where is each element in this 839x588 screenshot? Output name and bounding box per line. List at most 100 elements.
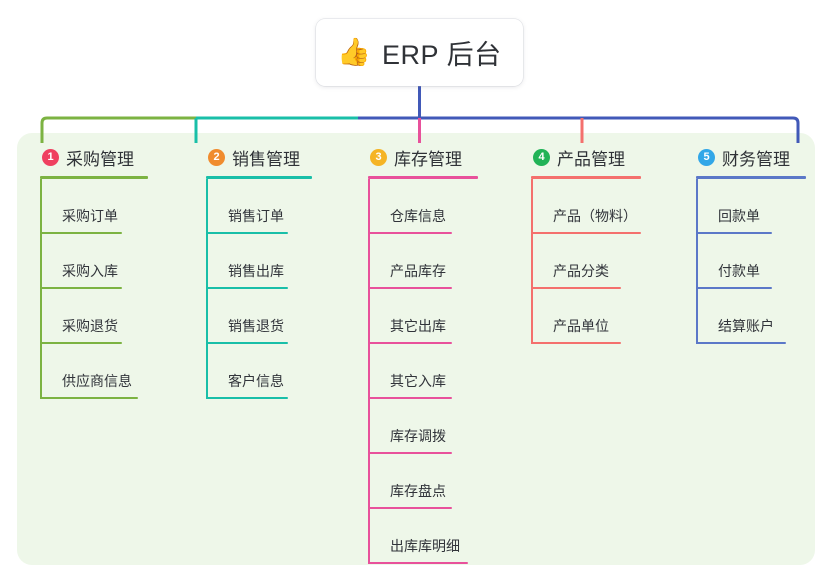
branch-column-1: 1 采购管理 采购订单 采购入库 采购退货 供应商信息 (40, 145, 148, 399)
branch-rule-4 (531, 176, 641, 179)
leaf-rule (368, 452, 452, 454)
leaf-item[interactable]: 出库库明细 (368, 509, 478, 564)
branch-items-5: 回款单 付款单 结算账户 (696, 179, 806, 344)
branch-header-3[interactable]: 3 库存管理 (368, 145, 478, 169)
leaf-item[interactable]: 采购退货 (40, 289, 148, 344)
leaf-item[interactable]: 其它出库 (368, 289, 478, 344)
leaf-item[interactable]: 结算账户 (696, 289, 806, 344)
branch-column-3: 3 库存管理 仓库信息 产品库存 其它出库 其它入库 库存调拨 (368, 145, 478, 564)
leaf-item[interactable]: 产品（物料） (531, 179, 641, 234)
leaf-rule (531, 287, 621, 289)
leaf-label: 库存盘点 (390, 483, 446, 499)
branch-column-2: 2 销售管理 销售订单 销售出库 销售退货 客户信息 (206, 145, 312, 399)
leaf-label: 仓库信息 (390, 208, 446, 224)
branch-title-2: 销售管理 (232, 149, 300, 169)
branch-header-5[interactable]: 5 财务管理 (696, 145, 806, 169)
leaf-label: 销售订单 (228, 208, 284, 224)
leaf-rule (696, 232, 772, 234)
branch-badge-3: 3 (370, 148, 387, 166)
leaf-label: 产品分类 (553, 263, 609, 279)
branch-header-2[interactable]: 2 销售管理 (206, 145, 312, 169)
leaf-rule (368, 287, 452, 289)
branch-spine-3 (368, 179, 370, 564)
branch-badge-1: 1 (42, 148, 59, 166)
leaf-rule (368, 562, 468, 564)
leaf-label: 客户信息 (228, 373, 284, 389)
leaf-rule (696, 287, 772, 289)
leaf-item[interactable]: 销售订单 (206, 179, 312, 234)
leaf-item[interactable]: 采购订单 (40, 179, 148, 234)
branch-badge-5: 5 (698, 148, 715, 166)
leaf-label: 库存调拨 (390, 428, 446, 444)
leaf-label: 销售退货 (228, 318, 284, 334)
branch-spine-1 (40, 179, 42, 399)
leaf-item[interactable]: 付款单 (696, 234, 806, 289)
branch-badge-2: 2 (208, 148, 225, 166)
branch-title-3: 库存管理 (394, 149, 462, 169)
leaf-rule (206, 397, 288, 399)
branch-header-4[interactable]: 4 产品管理 (531, 145, 641, 169)
leaf-rule (531, 342, 621, 344)
leaf-label: 付款单 (718, 263, 760, 279)
leaf-item[interactable]: 回款单 (696, 179, 806, 234)
branch-title-1: 采购管理 (66, 149, 134, 169)
leaf-item[interactable]: 产品分类 (531, 234, 641, 289)
branch-rule-5 (696, 176, 806, 179)
branch-spine-4 (531, 179, 533, 344)
branch-header-1[interactable]: 1 采购管理 (40, 145, 148, 169)
leaf-item[interactable]: 仓库信息 (368, 179, 478, 234)
leaf-item[interactable]: 其它入库 (368, 344, 478, 399)
leaf-rule (40, 232, 122, 234)
leaf-item[interactable]: 供应商信息 (40, 344, 148, 399)
leaf-item[interactable]: 库存调拨 (368, 399, 478, 454)
branch-spine-5 (696, 179, 698, 344)
branch-items-1: 采购订单 采购入库 采购退货 供应商信息 (40, 179, 148, 399)
leaf-item[interactable]: 采购入库 (40, 234, 148, 289)
leaf-item[interactable]: 产品单位 (531, 289, 641, 344)
branch-items-4: 产品（物料） 产品分类 产品单位 (531, 179, 641, 344)
leaf-label: 回款单 (718, 208, 760, 224)
leaf-item[interactable]: 客户信息 (206, 344, 312, 399)
branch-column-4: 4 产品管理 产品（物料） 产品分类 产品单位 (531, 145, 641, 344)
leaf-label: 出库库明细 (390, 538, 460, 554)
leaf-rule (368, 232, 452, 234)
leaf-rule (206, 232, 288, 234)
leaf-label: 供应商信息 (62, 373, 132, 389)
branch-title-4: 产品管理 (557, 149, 625, 169)
branch-column-5: 5 财务管理 回款单 付款单 结算账户 (696, 145, 806, 344)
leaf-label: 采购入库 (62, 263, 118, 279)
leaf-rule (531, 232, 641, 234)
leaf-rule (368, 342, 452, 344)
leaf-rule (696, 342, 786, 344)
leaf-rule (206, 287, 288, 289)
branch-rule-3 (368, 176, 478, 179)
branch-title-5: 财务管理 (722, 149, 790, 169)
leaf-rule (40, 342, 122, 344)
content-panel (17, 133, 815, 565)
branch-rule-2 (206, 176, 312, 179)
leaf-rule (40, 287, 122, 289)
branch-badge-4: 4 (533, 148, 550, 166)
leaf-label: 采购退货 (62, 318, 118, 334)
leaf-item[interactable]: 库存盘点 (368, 454, 478, 509)
leaf-label: 产品单位 (553, 318, 609, 334)
leaf-rule (368, 507, 452, 509)
leaf-item[interactable]: 产品库存 (368, 234, 478, 289)
branch-spine-2 (206, 179, 208, 399)
leaf-label: 产品（物料） (553, 208, 637, 224)
branch-rule-1 (40, 176, 148, 179)
leaf-label: 结算账户 (718, 318, 774, 334)
root-node[interactable]: 👍 ERP 后台 (316, 19, 523, 86)
leaf-rule (40, 397, 138, 399)
leaf-label: 采购订单 (62, 208, 118, 224)
leaf-label: 其它入库 (390, 373, 446, 389)
branch-items-2: 销售订单 销售出库 销售退货 客户信息 (206, 179, 312, 399)
leaf-rule (368, 397, 452, 399)
thumbs-up-icon: 👍 (337, 37, 372, 68)
leaf-item[interactable]: 销售退货 (206, 289, 312, 344)
branch-items-3: 仓库信息 产品库存 其它出库 其它入库 库存调拨 库存盘点 (368, 179, 478, 564)
leaf-item[interactable]: 销售出库 (206, 234, 312, 289)
leaf-label: 其它出库 (390, 318, 446, 334)
root-title: ERP 后台 (382, 40, 502, 70)
